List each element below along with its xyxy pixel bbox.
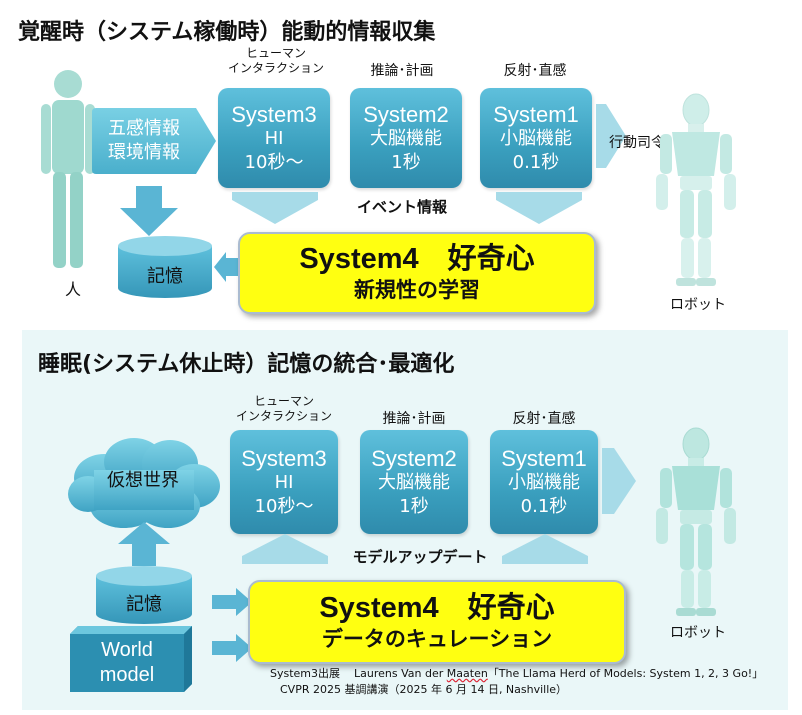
top-header-hi: ヒューマン インタラクション [222, 46, 330, 76]
top-system4-title: System4 好奇心 [299, 243, 535, 275]
top-system3-sub: HI [264, 127, 284, 149]
system1-down-arrow-icon [496, 192, 582, 224]
world-model-line1: World [101, 639, 153, 661]
senses-info-line2: 環境情報 [108, 142, 180, 163]
senses-info-line1: 五感情報 [108, 118, 180, 139]
top-section-title: 覚醒時（システム稼働時）能動的情報収集 [18, 20, 436, 45]
top-system4-box: System4 好奇心 新規性の学習 [238, 232, 596, 314]
top-system2-sub: 大脳機能 [370, 127, 442, 149]
info-arrow-shape [92, 108, 216, 174]
system3-up-arrow-icon [242, 534, 328, 564]
bottom-system1-sub: 小脳機能 [508, 471, 580, 493]
bottom-system1-box: System1 小脳機能 0.1秒 [490, 430, 598, 534]
world-model-shape [70, 626, 192, 692]
top-header-reasoning: 推論･計画 [370, 63, 434, 79]
model-update-label: モデルアップデート [352, 548, 488, 566]
top-robot-icon [656, 93, 736, 286]
bottom-system3-name: System3 [241, 445, 327, 471]
citation-line2: CVPR 2025 基調講演（2025 年 6 月 14 日, Nashvill… [280, 683, 568, 696]
top-header-reflex: 反射･直感 [503, 63, 567, 79]
top-system3-name: System3 [231, 101, 317, 127]
bottom-system2-name: System2 [371, 445, 457, 471]
bottom-memory-label: 記憶 [126, 594, 162, 615]
bottom-system4-subtitle: データのキュレーション [321, 627, 553, 651]
top-system3-box: System3 HI 10秒〜 [218, 88, 330, 188]
memory-down-arrow-icon [120, 186, 178, 236]
top-header-hi-line2: インタラクション [227, 61, 324, 75]
system3-down-arrow-icon [232, 192, 318, 224]
top-system2-time: 1秒 [391, 151, 421, 173]
bottom-system2-sub: 大脳機能 [378, 471, 450, 493]
top-system1-time: 0.1秒 [512, 151, 560, 173]
citation-author: Laurens Van der [354, 667, 444, 680]
virtual-world-cloud-icon [68, 438, 220, 528]
bottom-system3-sub: HI [274, 471, 294, 493]
action-command-label: 行動司令 [609, 135, 665, 151]
human-label: 人 [64, 280, 81, 299]
top-robot-label: ロボット [670, 297, 726, 313]
citation-talk-title: 「The Llama Herd of Models: System 1, 2, … [487, 667, 764, 680]
citation-author-underlined: Maaten [446, 667, 488, 680]
bottom-system1-time: 0.1秒 [520, 495, 568, 517]
action-arrow-icon [596, 104, 626, 168]
virtual-world-label: 仮想世界 [107, 470, 179, 491]
world-model-line2: model [99, 664, 155, 686]
bottom-robot-label: ロボット [670, 625, 726, 641]
bottom-system3-box: System3 HI 10秒〜 [230, 430, 338, 534]
bottom-header-reflex: 反射･直感 [512, 411, 576, 427]
event-info-label: イベント情報 [356, 198, 447, 216]
top-system3-time: 10秒〜 [244, 151, 304, 173]
top-system4-subtitle: 新規性の学習 [354, 278, 480, 302]
worldmodel-to-system4-arrow-icon [212, 634, 252, 662]
bottom-header-hi-line2: インタラクション [235, 409, 332, 423]
senses-info-box: 五感情報 環境情報 [92, 108, 196, 174]
bottom-system2-time: 1秒 [399, 495, 429, 517]
top-memory-cylinder-icon [118, 236, 212, 298]
world-model-box: World model [70, 634, 184, 692]
top-system1-box: System1 小脳機能 0.1秒 [480, 88, 592, 188]
bottom-robot-arrow-icon [602, 448, 636, 514]
bottom-robot-icon [656, 427, 736, 616]
top-memory-label: 記憶 [147, 266, 183, 287]
bottom-system3-time: 10秒〜 [254, 495, 314, 517]
human-figure-icon [41, 70, 95, 268]
bottom-system1-name: System1 [501, 445, 587, 471]
top-system2-box: System2 大脳機能 1秒 [350, 88, 462, 188]
system1-up-arrow-icon [502, 534, 588, 564]
virtual-world-up-arrow-icon [118, 522, 170, 566]
top-header-hi-line1: ヒューマン [245, 46, 306, 60]
bottom-header-hi: ヒューマン インタラクション [228, 394, 340, 424]
top-system2-name: System2 [363, 101, 449, 127]
bottom-section-title: 睡眠(システム休止時）記憶の統合･最適化 [38, 352, 455, 377]
top-system1-sub: 小脳機能 [500, 127, 572, 149]
top-system1-name: System1 [493, 101, 579, 127]
bottom-memory-cylinder-icon [96, 566, 192, 624]
citation-source-prefix: System3出展 [270, 667, 341, 680]
memory-to-system4-arrow-icon [212, 588, 252, 616]
citation-line1: System3出展 Laurens Van der Maaten「The Lla… [270, 666, 763, 682]
bottom-header-hi-line1: ヒューマン [253, 394, 314, 408]
memory-left-arrow-icon [214, 252, 240, 282]
bottom-header-reasoning: 推論･計画 [382, 411, 446, 427]
bottom-system4-title: System4 好奇心 [319, 592, 555, 624]
bottom-system2-box: System2 大脳機能 1秒 [360, 430, 468, 534]
bottom-system4-box: System4 好奇心 データのキュレーション [248, 580, 626, 664]
